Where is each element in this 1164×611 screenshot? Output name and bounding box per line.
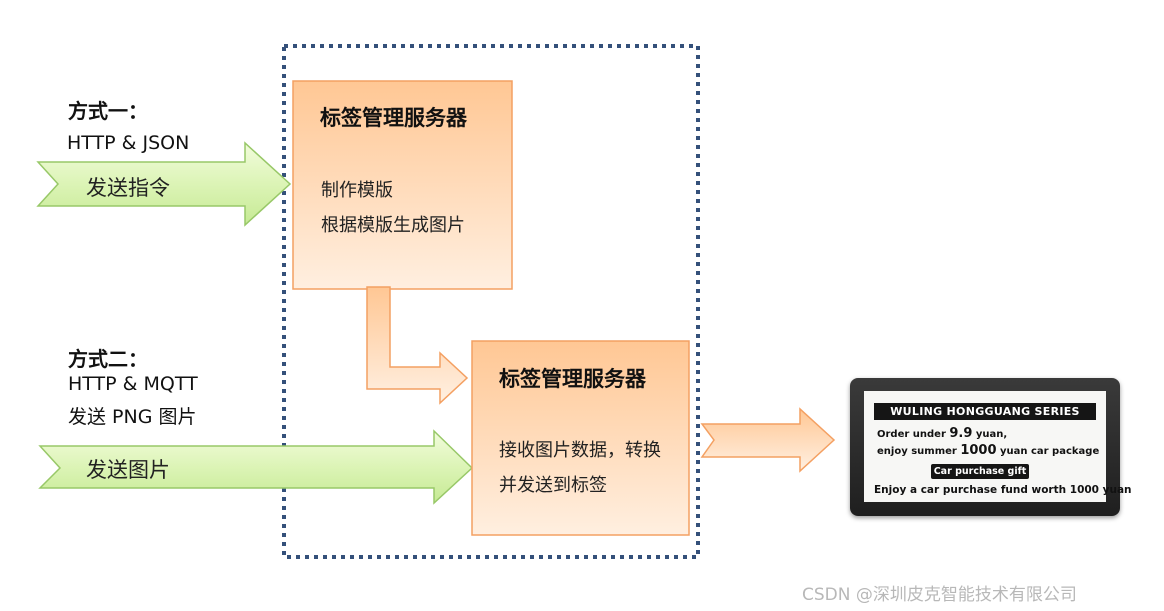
server-link-arrow <box>366 286 469 405</box>
esl-tag-line-1-prefix: Order under <box>877 429 950 440</box>
watermark: CSDN @深圳皮克智能技术有限公司 <box>802 585 1077 605</box>
server-two-line-1: 接收图片数据，转换 <box>499 440 661 461</box>
method-two-title: 方式二： <box>68 347 148 371</box>
esl-tag-line-2-prefix: enjoy summer <box>877 446 961 457</box>
server-one-title: 标签管理服务器 <box>320 105 467 130</box>
server-box-two <box>471 340 690 536</box>
esl-tag-line-1: Order under 9.9 yuan, <box>877 426 1007 441</box>
method-one-title: 方式一： <box>68 99 148 123</box>
send-command-arrow <box>36 141 292 227</box>
server-group-frame <box>282 44 700 559</box>
esl-tag-line-2-suffix: yuan car package <box>996 446 1100 457</box>
send-image-arrow <box>38 429 474 505</box>
esl-tag-price: 9.9 <box>949 426 973 441</box>
esl-tag-footer: Enjoy a car purchase fund worth 1000 yua… <box>874 484 1132 496</box>
method-two-payload: 发送 PNG 图片 <box>68 406 197 428</box>
method-one-protocol: HTTP & JSON <box>67 132 190 154</box>
send-command-label: 发送指令 <box>86 176 170 200</box>
esl-tag-gift-pill: Car purchase gift <box>931 464 1029 479</box>
esl-tag-banner: WULING HONGGUANG SERIES <box>874 403 1096 420</box>
server-two-title: 标签管理服务器 <box>499 366 646 391</box>
server-box-one <box>292 80 513 290</box>
tag-delivery-arrow <box>700 407 836 473</box>
esl-tag-line-1-suffix: yuan, <box>972 429 1008 440</box>
esl-tag-amount: 1000 <box>960 443 997 458</box>
esl-tag-line-2: enjoy summer 1000 yuan car package <box>877 443 1099 458</box>
send-image-label: 发送图片 <box>86 458 170 482</box>
server-two-line-2: 并发送到标签 <box>499 475 607 496</box>
server-one-line-1: 制作模版 <box>321 180 393 201</box>
server-one-line-2: 根据模版生成图片 <box>321 215 465 236</box>
method-two-protocol: HTTP & MQTT <box>68 373 198 395</box>
